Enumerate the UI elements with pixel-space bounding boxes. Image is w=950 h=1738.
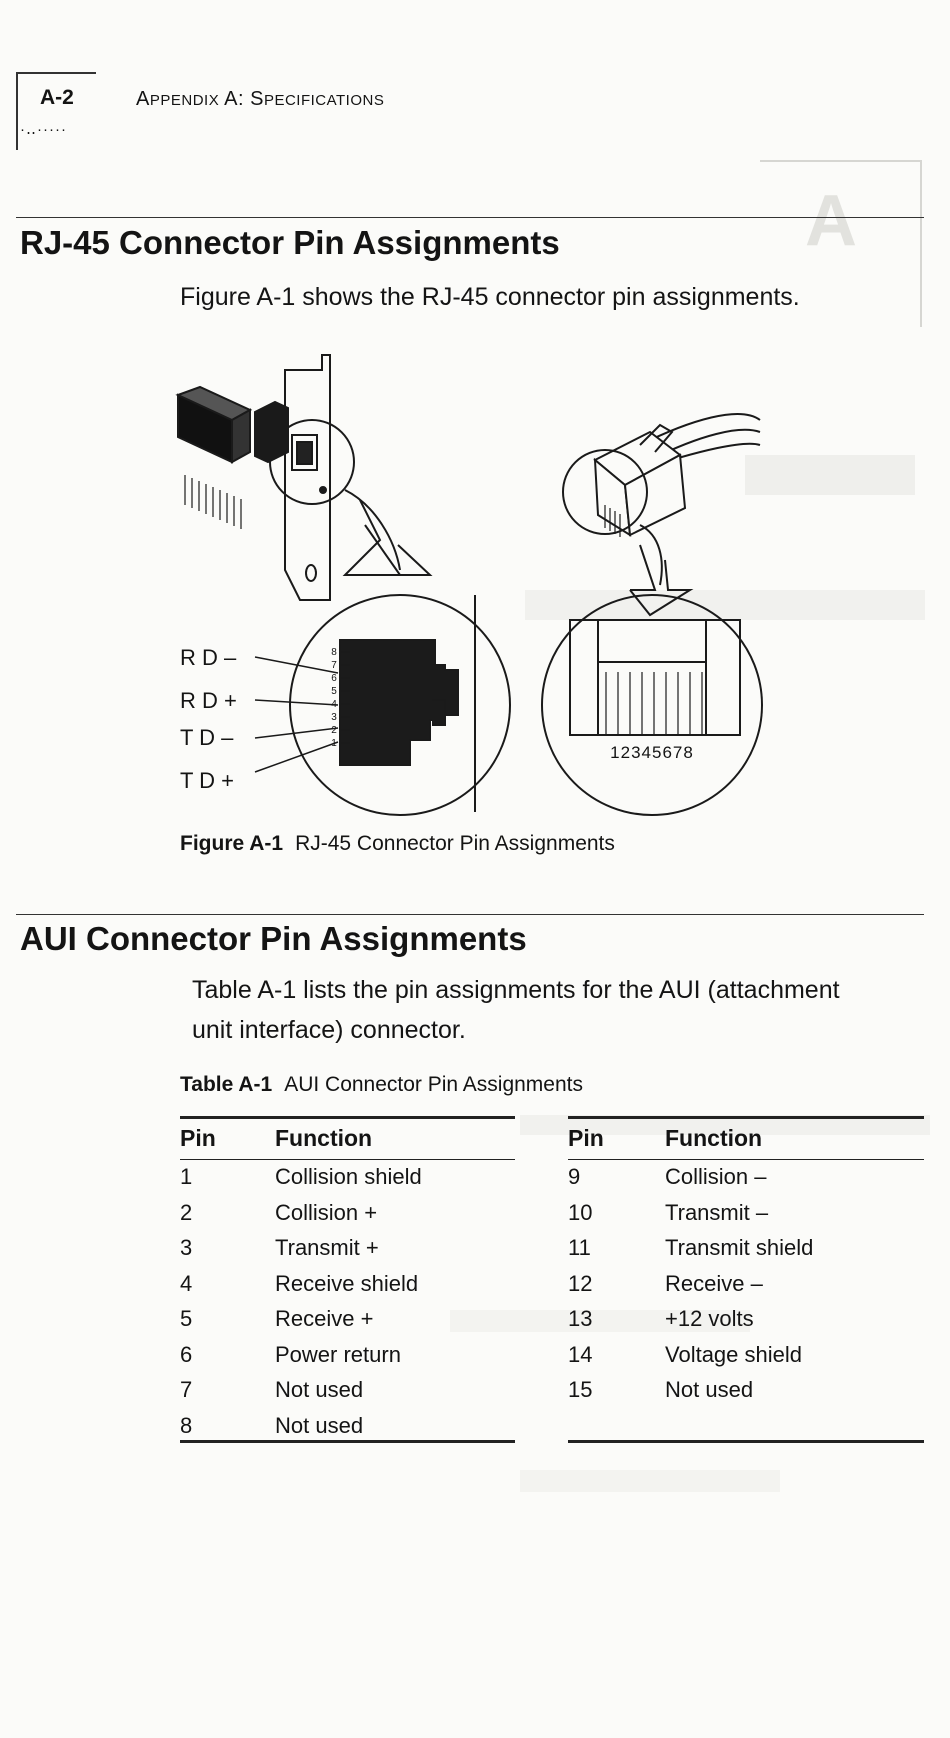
table-pin-column-left: 1 2 3 4 5 6 7 8 <box>180 1159 192 1443</box>
table-cell-pin: 10 <box>568 1199 593 1225</box>
table-cell-function: Transmit + <box>275 1235 379 1260</box>
section-intro-aui-line1: Table A-1 lists the pin assignments for … <box>192 976 840 1004</box>
table-header-pin: Pin <box>568 1125 604 1151</box>
table-cell-pin: 11 <box>568 1235 591 1260</box>
table-cell-function: Collision – <box>665 1164 767 1189</box>
adapter-bracket-illustration <box>175 354 433 601</box>
table-cell-function: Collision shield <box>275 1164 422 1189</box>
table-top-rule <box>568 1116 924 1119</box>
label-td-plus: T D + <box>180 768 234 793</box>
table-cell-function: Receive shield <box>275 1270 419 1296</box>
plug-pin-numbers: 12345678 <box>610 743 694 762</box>
section-heading-aui: AUI Connector Pin Assignments <box>20 920 527 957</box>
label-td-minus: T D – <box>180 725 234 750</box>
running-header: APPENDIX A: SPECIFICATIONS <box>136 88 385 110</box>
table-header-function: Function <box>275 1125 373 1151</box>
rj45-figure: R D – R D + T D – T D + 8 7 6 5 4 3 2 1 … <box>175 354 763 816</box>
table-cell-pin: 2 <box>180 1199 193 1225</box>
header-corner-frame <box>16 72 96 150</box>
table-cell-function: Not used <box>665 1377 754 1402</box>
table-cell-pin: 1 <box>180 1164 193 1189</box>
jack-pin-number: 3 <box>331 712 337 723</box>
table-cell-function: Transmit – <box>665 1199 769 1225</box>
table-cell-pin: 12 <box>568 1270 593 1296</box>
rj45-plug-illustration <box>562 413 761 617</box>
table-cell-pin: 9 <box>568 1164 581 1189</box>
table-bottom-rule <box>568 1440 924 1443</box>
table-function-column-right: Collision – Transmit – Transmit shield R… <box>665 1159 813 1408</box>
jack-pin-number: 8 <box>331 647 337 658</box>
table-cell-function: Not used <box>275 1412 364 1438</box>
table-function-column-left: Collision shield Collision + Transmit + … <box>275 1159 422 1443</box>
table-header-rule <box>180 1159 515 1160</box>
table-cell-function: +12 volts <box>665 1306 754 1331</box>
label-rd-plus: R D + <box>180 688 237 713</box>
jack-pin-number: 2 <box>331 725 337 736</box>
table-bottom-rule <box>180 1440 515 1443</box>
table-cell-function: Transmit shield <box>665 1235 814 1260</box>
table-cell-function: Collision + <box>275 1199 378 1225</box>
table-cell-pin: 8 <box>180 1412 193 1438</box>
section-rule <box>16 914 924 915</box>
table-header-pin: Pin <box>180 1125 216 1151</box>
rj45-jack-closeup <box>254 594 511 816</box>
table-header-rule <box>568 1159 924 1160</box>
section-intro-aui-line2: unit interface) connector. <box>192 1016 466 1044</box>
table-cell-function: Voltage shield <box>665 1341 802 1367</box>
table-top-rule <box>180 1116 515 1119</box>
page-number: A-2 <box>40 86 74 109</box>
table-cell-pin: 14 <box>568 1341 593 1367</box>
table-cell-pin: 4 <box>180 1270 193 1296</box>
section-heading-rj45: RJ-45 Connector Pin Assignments <box>20 224 560 261</box>
table-cell-function: Receive + <box>275 1306 374 1331</box>
table-cell-pin: 15 <box>568 1377 593 1402</box>
table-cell-function: Power return <box>275 1341 401 1367</box>
header-dots-decoration: ·‥····· <box>20 121 67 138</box>
jack-pin-number: 1 <box>331 738 337 749</box>
table-header-function: Function <box>665 1125 763 1151</box>
table-cell-pin: 6 <box>180 1341 193 1367</box>
section-intro-rj45: Figure A-1 shows the RJ-45 connector pin… <box>180 283 800 311</box>
rj45-plug-closeup <box>541 594 763 816</box>
jack-pin-number: 4 <box>331 699 337 710</box>
jack-pin-number: 7 <box>331 660 337 671</box>
table-cell-pin: 13 <box>568 1306 593 1331</box>
table-cell-pin: 7 <box>180 1377 193 1402</box>
label-rd-minus: R D – <box>180 645 237 670</box>
jack-pin-number: 6 <box>331 673 337 684</box>
table-cell-pin: 3 <box>180 1235 193 1260</box>
table-cell-function: Not used <box>275 1377 364 1402</box>
table-cell-function: Receive – <box>665 1270 763 1296</box>
table-cell-pin: 5 <box>180 1306 193 1331</box>
section-rule <box>16 217 924 218</box>
jack-pin-number: 5 <box>331 686 337 697</box>
table-pin-column-right: 9 10 11 12 13 14 15 <box>568 1159 592 1408</box>
